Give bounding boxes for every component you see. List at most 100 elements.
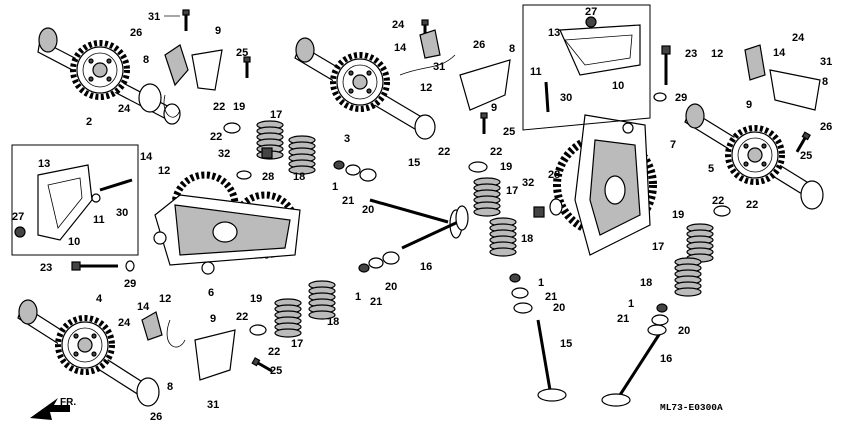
callout-25: 25 [270,365,282,377]
callout-21: 21 [617,313,629,325]
callout-2: 2 [86,116,92,128]
callout-30: 30 [116,207,128,219]
callout-1: 1 [332,181,338,193]
valve-spring-18d [674,257,702,297]
camshaft-5 [684,103,824,210]
callout-18: 18 [293,171,305,183]
callout-1: 1 [355,291,361,303]
valve-16b [601,329,664,407]
camshaft-3 [294,37,436,140]
callout-1: 1 [538,277,544,289]
retainer-group-d [647,303,669,336]
bolt-23a [71,260,135,272]
diagram-code: ML73-E0300A [660,402,723,413]
callout-23: 23 [40,262,52,274]
callout-31: 31 [207,399,219,411]
callout-17: 17 [652,241,664,253]
callout-5: 5 [708,163,714,175]
valve-16a [401,205,469,250]
chain-guide-lower-left [141,311,236,381]
callout-17: 17 [291,338,303,350]
callout-20: 20 [678,325,690,337]
callout-16: 16 [420,261,432,273]
callout-18: 18 [521,233,533,245]
valve-15b [536,319,567,402]
callout-7: 7 [670,139,676,151]
front-direction-arrow: FR. [30,397,76,420]
direction-label: FR. [60,397,76,408]
callout-13: 13 [38,158,50,170]
callout-19: 19 [250,293,262,305]
valve-spring-17b [274,298,302,338]
callout-8: 8 [143,54,149,66]
callout-4: 4 [96,293,103,305]
stud-30b [544,81,550,113]
bolt-32-group [261,147,545,218]
chain-guide-upper-center [399,29,511,111]
callout-19: 19 [672,209,684,221]
shim-19 [223,122,731,336]
callout-26: 26 [150,411,162,423]
gear-housing-6 [153,171,301,275]
inset-box-right [522,4,651,131]
callout-11: 11 [530,66,542,78]
callout-12: 12 [420,82,432,94]
callout-6: 6 [208,287,214,299]
callout-20: 20 [385,281,397,293]
callout-30: 30 [560,92,572,104]
callout-24: 24 [392,19,405,31]
bolt-23b [653,45,671,102]
inset-box-left [11,144,139,256]
callout-24: 24 [118,103,131,115]
chain-guide-right [744,44,821,111]
callout-22: 22 [712,195,724,207]
callout-22: 22 [236,311,248,323]
callout-32: 32 [522,177,534,189]
valve-spring-17d [686,223,714,263]
callout-25: 25 [236,47,248,59]
retainer-group-c [509,273,533,314]
callout-21: 21 [545,291,557,303]
callout-17: 17 [506,185,518,197]
callout-31: 31 [148,11,160,23]
callout-21: 21 [370,296,382,308]
callout-26: 26 [130,27,142,39]
callout-10: 10 [612,80,624,92]
callout-20: 20 [553,302,565,314]
chain-guide-upper-left [163,44,223,118]
callout-10: 10 [68,236,80,248]
callout-14: 14 [773,47,786,59]
callout-24: 24 [118,317,131,329]
callout-29: 29 [675,92,687,104]
callout-22: 22 [268,346,280,358]
callout-15: 15 [408,157,420,169]
callout-14: 14 [394,42,407,54]
callout-15: 15 [560,338,572,350]
callout-29: 29 [124,278,136,290]
washer-28-group [236,170,563,216]
callout-28: 28 [548,169,560,181]
camshaft-2 [37,27,181,125]
callout-25: 25 [503,126,515,138]
callout-12: 12 [159,293,171,305]
callout-22: 22 [490,146,502,158]
callout-8: 8 [822,76,828,88]
callout-9: 9 [210,313,216,325]
valve-15a [369,198,463,239]
callout-22: 22 [438,146,450,158]
callout-22: 22 [210,131,222,143]
callout-25: 25 [800,150,812,162]
callout-31: 31 [433,61,445,73]
callout-22: 22 [213,101,225,113]
callout-1: 1 [628,298,634,310]
callout-9: 9 [746,99,752,111]
callout-28: 28 [262,171,274,183]
callout-31: 31 [820,56,832,68]
retainer-group-b [358,251,400,273]
callout-26: 26 [473,39,485,51]
callout-24: 24 [792,32,805,44]
valve-spring-18b [308,280,336,320]
callout-12: 12 [158,165,170,177]
callout-18: 18 [640,277,652,289]
